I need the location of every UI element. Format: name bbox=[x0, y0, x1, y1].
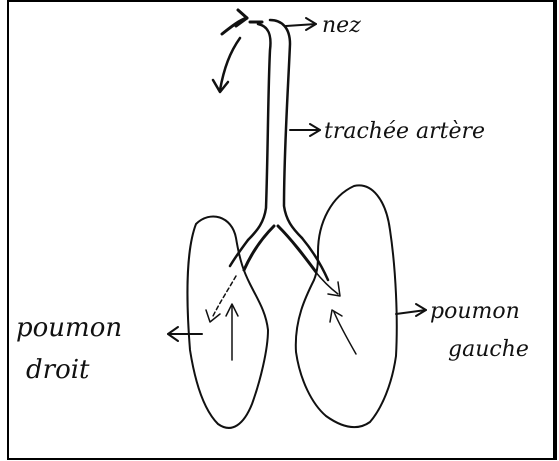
nose-airflow-arrows bbox=[213, 10, 262, 92]
label-right-lung-line2: droit bbox=[26, 355, 90, 385]
nose-inflow-arrowhead bbox=[236, 10, 247, 26]
nose-outflow-curve bbox=[220, 38, 240, 90]
label-left-lung-line1: poumon bbox=[430, 299, 520, 324]
label-left-lung-line2: gauche bbox=[448, 337, 529, 362]
label-pointers bbox=[168, 18, 426, 341]
trachea bbox=[230, 20, 328, 280]
label-right-lung-line1: poumon bbox=[16, 313, 122, 343]
left-lung-outline bbox=[296, 185, 397, 427]
lung-airflow-arrows bbox=[206, 270, 356, 360]
left-lung-out-arrow bbox=[334, 312, 356, 354]
label-nose: nez bbox=[322, 13, 361, 38]
trachea-left-wall bbox=[248, 24, 271, 240]
left-bronchus-inner bbox=[244, 226, 274, 270]
label-trachea: trachée artère bbox=[324, 119, 485, 144]
